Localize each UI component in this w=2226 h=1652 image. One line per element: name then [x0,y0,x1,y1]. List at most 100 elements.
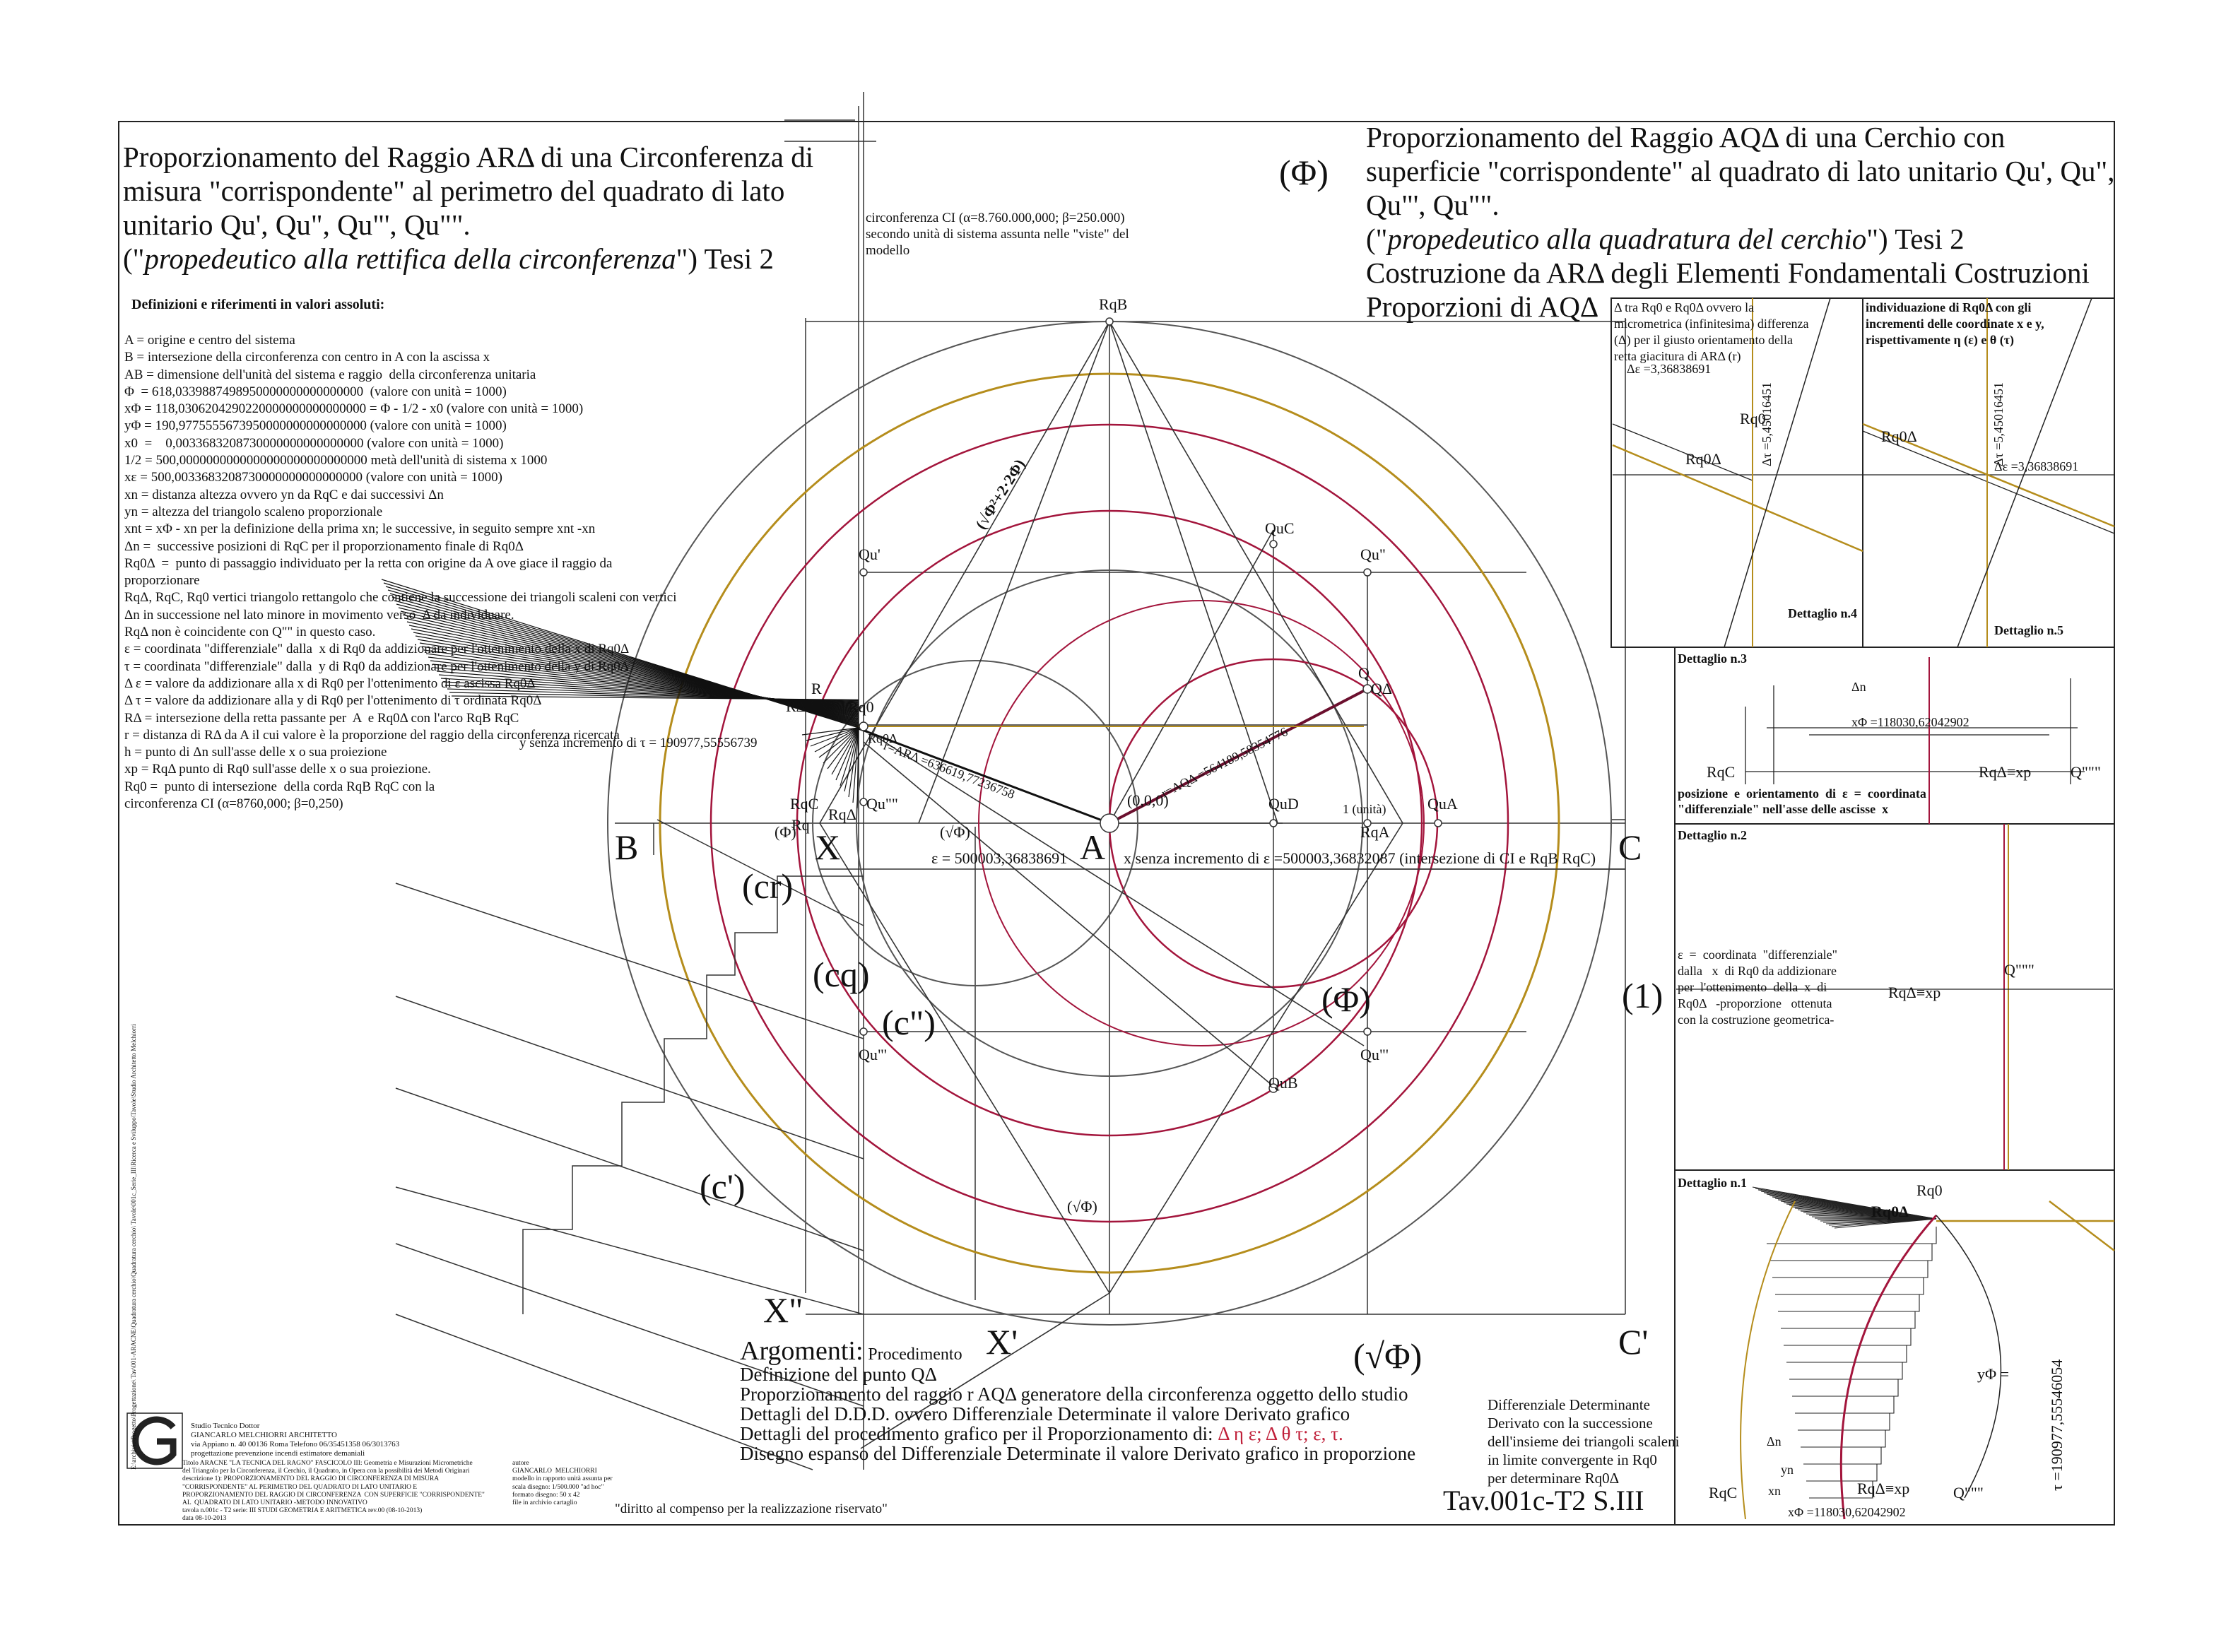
studio-person: GIANCARLO MELCHIORRI ARCHITETTO [191,1431,337,1439]
fan-line [451,695,859,700]
label-phi-small: (√Φ) [940,823,970,841]
definition-line: xΦ = 118,0306204290220000000000000000 = … [124,401,584,417]
stair-step [1781,1311,1916,1329]
detail1-xn: xn [1768,1484,1781,1498]
stair-step [1795,1396,1895,1414]
definition-line: yn = altezza del triangolo scaleno propo… [124,504,383,519]
label-xnote: x senza incremento di ε =500003,36832087… [1124,849,1596,867]
definition-line: Δ ε = valore da addizionare alla x di Rq… [124,675,536,691]
detail1-rqc: RqC [1709,1484,1738,1501]
definition-line: B = intersezione della circonferenza con… [124,350,490,365]
stair-step [1767,1227,1937,1244]
detail5-de: Δε =3,36838691 [1994,459,2079,473]
definition-line: Rq0 = punto di intersezione della corda … [124,779,435,794]
fan-line [823,727,859,764]
label-phi-top: (Φ) [1279,153,1329,192]
right-header-line2: superficie "corrispondente" al quadrato … [1366,155,2115,187]
label-cp: (c') [700,1167,746,1206]
definition-line: RΔ = intersezione della retta passante p… [124,710,519,726]
definitions-title: Definizioni e riferimenti in valori asso… [131,297,385,312]
label-rq0: Rq0 [848,698,874,716]
detail5-text: individuazione di Rq0Δ con gli increment… [1866,300,2044,347]
label-cq: (cq) [813,955,870,994]
label-qu3b: Qu"' [1360,1046,1389,1063]
detail3-rqc: RqC [1707,763,1736,781]
definition-line: RqΔ non è coincidente con Q"" in questo … [124,625,376,640]
detail-3-lines [1745,678,2085,784]
circle-note: circonferenza CI (α=8.760.000,000; β=250… [866,211,1129,258]
definition-line: r = distanza di RΔ da A il cui valore è … [124,727,620,743]
definition-line: circonferenza CI (α=8760,000; β=0,250) [124,796,343,812]
stair-step [1775,1278,1924,1295]
label-cprime: C' [1618,1322,1649,1362]
logo [126,1412,183,1469]
detail-frames [1610,297,2115,1526]
stair-step [1769,1244,1933,1261]
detail1-rqdelta: RqΔ≡xp [1857,1480,1910,1497]
detail1-yphi: yΦ = [1977,1365,2009,1383]
detail2-text: ε = coordinata "differenziale" dalla x d… [1678,948,1837,1027]
label-rqb: RqB [1099,295,1128,313]
circle-raq-crimson [709,423,1509,1223]
points [859,317,1442,1093]
definitions-side-note: y senza incremento di τ = 190977,5555673… [519,736,758,750]
definition-line: xε = 500,0033683208730000000000000000 (v… [124,470,502,485]
fan-line [1834,1218,1937,1229]
label-phi-mid: (Φ) [1321,979,1371,1019]
definition-line: x0 = 0,0033683208730000000000000000 (val… [124,435,504,451]
triangle-rqb [819,321,1625,1449]
detail1-rq0: Rq0 [1916,1181,1943,1199]
stair-step [1784,1328,1912,1346]
label-cpp: (c") [882,1003,936,1042]
studio-address: via Appiano n. 40 00136 Roma Telefono 06… [191,1440,400,1449]
radius-ar [856,726,1110,825]
tav-number: Tav.001c-T2 S.III [1443,1485,1644,1516]
label-phi-left: (Φ) [775,823,796,841]
circle-phi-gold [659,372,1560,1274]
argomenti-red-symbols: Δ η ε; Δ θ τ; ε, τ. [1218,1423,1343,1444]
main-circles [607,321,1612,1326]
definition-line: Δn = successive posizioni di RqC per il … [124,538,524,554]
detail4-de: Δε =3,36838691 [1627,362,1712,376]
definition-line: Φ = 618,0339887498950000000000000000 (va… [124,384,507,399]
left-header-line2: misura "corrispondente" al perimetro del… [123,175,785,207]
detail1-tau: τ =190977,55546054 [2048,1359,2066,1491]
label-xsecond: X" [763,1290,803,1330]
studio-block: Studio Tecnico Dottor GIANCARLO MELCHIOR… [191,1422,399,1458]
argomenti: Argomenti: Procedimento Definizione del … [740,1338,1415,1463]
argomenti-line3: Dettagli del D.D.D. ovvero Differenziale… [740,1403,1350,1424]
definition-line: yΦ = 190,9775555673950000000000000000 (v… [124,418,507,434]
label-rqdelta: RqΔ [828,806,856,823]
detail4-text: Δ tra Rq0 e Rq0Δ ovvero la micrometrica … [1614,300,1809,363]
stair-step [1772,1261,1928,1278]
label-one: (1) [1622,976,1663,1015]
argomenti-title-row: Argomenti: Procedimento [740,1338,1415,1364]
left-header-line4: ("propedeutico alla rettifica della circ… [123,242,775,275]
detail4-title: Dettaglio n.4 [1788,606,1857,620]
stair-step [1798,1413,1890,1431]
vertical-path: E:\archivio\Progetto\Progettazione\ Tav\… [130,1024,137,1470]
differential-box: Differenziale Determinante Derivato con … [1488,1396,1680,1487]
circle-left-arc [812,660,1138,986]
stair-step [1809,1481,1873,1499]
stair-step [1789,1362,1903,1380]
right-header-line3: Qu"', Qu"". [1366,189,1500,221]
label-qdelta: QΔ [1371,680,1393,697]
label-quc: QuC [1265,519,1295,537]
label-a: A [1080,827,1106,867]
label-cr: (cr) [742,866,794,906]
fan-line [840,727,859,786]
definition-line: Rq0Δ = punto di passaggio individuato pe… [124,555,613,571]
label-sqrtphi-big: (√Φ) [1353,1336,1423,1376]
definition-line: xnt = xΦ - xn per la definizione della p… [124,521,596,537]
fan-line [831,727,859,775]
definition-line: ε = coordinata "differenziale" dalla x d… [124,642,630,657]
studio-rights: "diritto al compenso per la realizzazion… [615,1501,888,1516]
argomenti-title-small: Procedimento [868,1345,962,1364]
argomenti-line1: Definizione del punto QΔ [740,1364,938,1385]
argomenti-title: Argomenti: [740,1336,864,1366]
right-header-line1: Proporzionamento del Raggio AQΔ di una C… [1366,121,2006,153]
label-c: C [1618,827,1642,867]
